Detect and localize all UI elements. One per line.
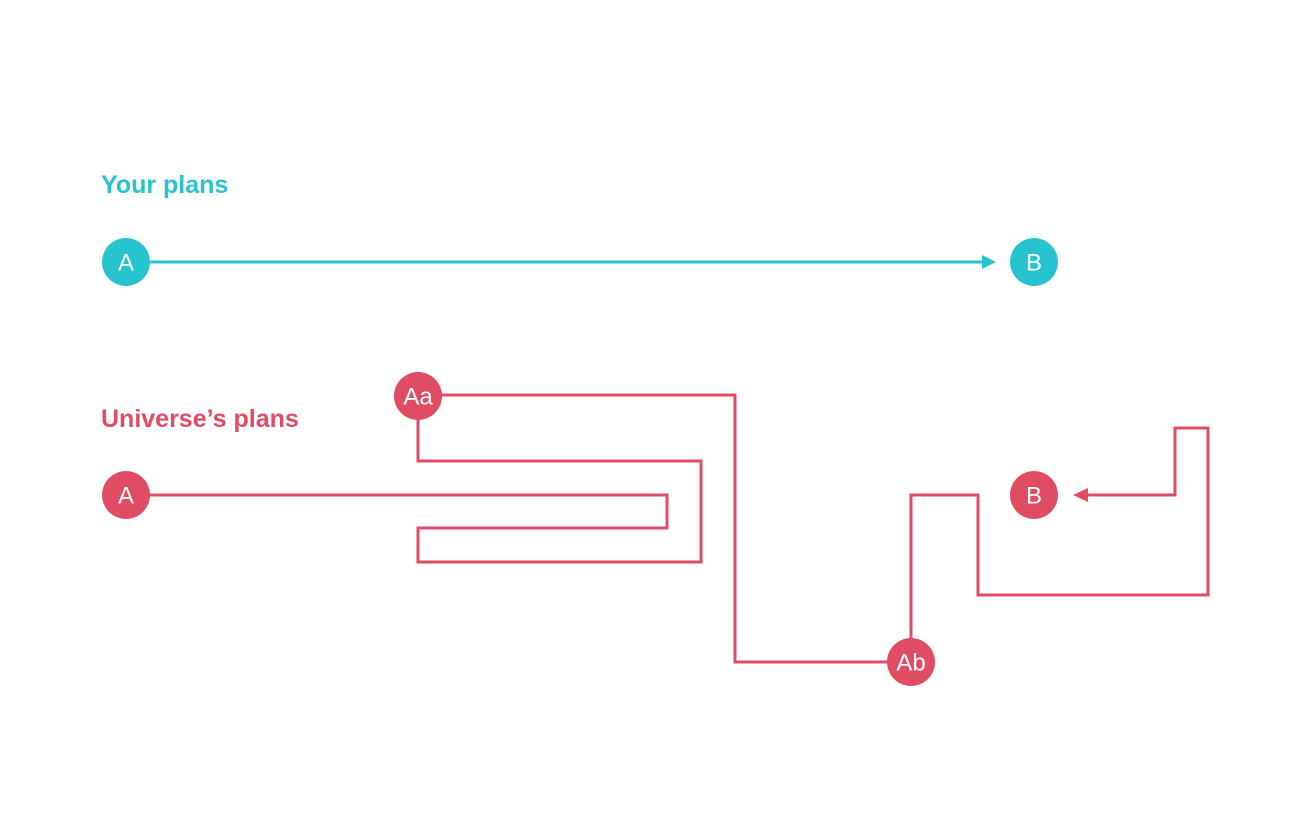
universe-plans-group: Universe’s plans A Aa Ab B [101,372,1210,686]
universe-path-ab-to-b [909,426,1210,640]
node-circle [1010,238,1058,286]
universe-plans-arrowhead [1073,488,1088,502]
node-label: B [1026,483,1042,510]
universe-plans-waypoint-aa: Aa [394,372,442,420]
your-plans-end-node: B [1010,238,1058,286]
node-label: A [118,483,134,510]
your-plans-title: Your plans [101,171,228,199]
node-label: Ab [896,650,925,677]
node-circle [1010,471,1058,519]
node-circle [102,238,150,286]
your-plans-arrowhead [982,255,996,269]
your-plans-group: Your plans A B [101,171,1058,286]
node-circle [102,471,150,519]
universe-path-aa-to-ab [441,393,889,664]
universe-plans-start-node: A [102,471,150,519]
universe-plans-end-node: B [1010,471,1058,519]
your-plans-start-node: A [102,238,150,286]
universe-plans-waypoint-ab: Ab [887,638,935,686]
node-label: B [1026,250,1042,277]
node-circle [394,372,442,420]
node-label: A [118,250,134,277]
universe-plans-title: Universe’s plans [101,405,299,433]
node-circle [887,638,935,686]
node-label: Aa [403,384,433,411]
universe-path-a-to-aa [149,396,703,564]
